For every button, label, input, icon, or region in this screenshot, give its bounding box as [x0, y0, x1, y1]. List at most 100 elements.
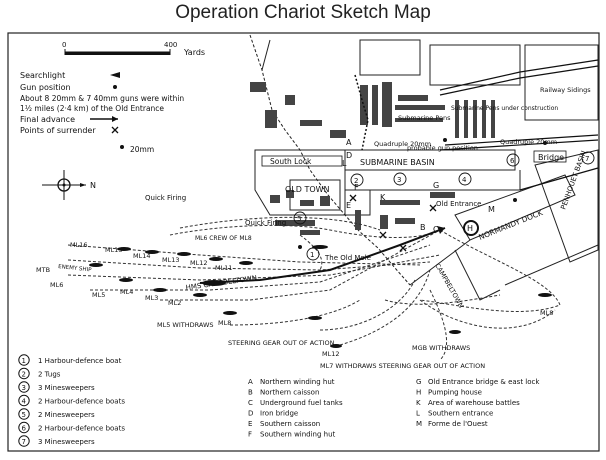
gun-positions — [120, 138, 547, 249]
gun-position-icon — [113, 85, 117, 89]
legend-number-circle — [18, 435, 30, 447]
legend-number: 2 — [22, 370, 26, 378]
legend-number: 3 — [22, 384, 26, 392]
label-ml16: ML16 — [70, 241, 88, 249]
legend-letter-text: Old Entrance bridge & east lock — [428, 378, 540, 386]
pumping-house-circle — [463, 220, 479, 236]
legend-letter: M — [416, 420, 422, 428]
raid-tracks — [67, 216, 561, 361]
legend-number-text: 2 Harbour-defence boats — [38, 425, 125, 433]
compass-north-label: N — [90, 181, 96, 190]
letter-markers: A D L F E K G M B C H — [342, 138, 495, 236]
legend-number-text: 2 Tugs — [38, 371, 61, 379]
final-advance-arrowhead — [437, 226, 445, 234]
legend-letter: F — [248, 431, 252, 439]
label-20mm: 20mm — [130, 145, 154, 154]
legend-number-circle — [18, 354, 30, 366]
legend-letter-text: Forme de l'Ouest — [428, 420, 488, 428]
label-ml8: ML8 — [218, 319, 231, 327]
label-enemy-ship: ENEMY SHIP — [58, 264, 93, 274]
railway-lines — [439, 59, 599, 191]
scale-end: 400 — [164, 41, 177, 49]
key-searchlight-label: Searchlight — [20, 71, 65, 80]
label-ml11: ML11 — [215, 264, 233, 272]
label-ml6: ML6 — [50, 281, 63, 289]
marker-b: B — [420, 223, 426, 232]
legend-letter: B — [248, 389, 253, 397]
label-bridge: Bridge — [538, 153, 564, 162]
legend-number-text: 1 Harbour-defence boat — [38, 357, 122, 365]
label-quick-firing-1: Quick Firing — [145, 194, 186, 202]
label-ml12b: ML12 — [322, 350, 340, 358]
marker-e: E — [346, 201, 351, 210]
compass-rose: N — [42, 170, 96, 200]
north-arrow-icon — [80, 183, 86, 187]
legend-numbered: 1 1 Harbour-defence boat 2 2 Tugs 3 3 Mineswe… — [18, 354, 125, 447]
marker-a: A — [346, 138, 352, 147]
craft-silhouettes — [89, 245, 552, 348]
label-ml5-withdraws: ML5 WITHDRAWS — [157, 321, 214, 329]
land-area — [249, 34, 599, 301]
label-mgb: MGB WITHDRAWS — [412, 344, 470, 352]
num-marker-5: 5 — [297, 215, 301, 223]
legend-letter-text: Southern caisson — [260, 420, 320, 428]
label-quick-firing-2: Quick Firing — [245, 219, 286, 227]
label-ml3: ML3 — [145, 294, 158, 302]
legend-letter: H — [416, 389, 421, 397]
label-old-town: OLD TOWN — [285, 185, 330, 194]
legend-letter: E — [248, 420, 252, 428]
legend-letter: D — [248, 410, 253, 418]
dotted-route — [354, 74, 369, 151]
label-old-mole: The Old Mole — [324, 254, 371, 262]
label-ml7-withdraws: ML7 WITHDRAWS STEERING GEAR OUT OF ACTIO… — [320, 362, 485, 370]
legend-number: 7 — [22, 438, 26, 446]
surrender-points — [349, 194, 437, 252]
label-steering-1: STEERING GEAR OUT OF ACTION — [228, 339, 335, 347]
legend-letter: C — [248, 399, 253, 407]
label-south-lock: South Lock — [270, 157, 312, 166]
marker-m: M — [488, 205, 495, 214]
num-marker-6: 6 — [510, 157, 515, 165]
legend-letter: L — [416, 410, 420, 418]
map-key: Searchlight Gun position About 8 20mm & … — [20, 71, 184, 135]
label-sub-pens-2: Submarine Pens under construction — [451, 105, 558, 112]
num-marker-4: 4 — [462, 176, 467, 184]
label-ml4: ML4 — [120, 288, 133, 296]
legend-letter-text: Northern caisson — [260, 389, 319, 397]
label-ml12: ML12 — [190, 259, 208, 267]
num-marker-7: 7 — [585, 155, 589, 163]
label-quad-20mm-a: Quadruple 20mm — [374, 140, 431, 148]
label-railway-sidings: Railway Sidings — [540, 86, 591, 94]
label-ml6-crew: ML6 CREW OF ML8 — [195, 235, 252, 242]
legend-number-text: 3 Minesweepers — [38, 438, 95, 446]
marker-l: L — [342, 159, 347, 168]
legend-number: 1 — [22, 357, 26, 365]
label-submarine-basin: SUBMARINE BASIN — [360, 158, 435, 167]
legend-letter: A — [248, 378, 253, 386]
num-marker-1: 1 — [310, 251, 314, 259]
marker-h: H — [467, 224, 473, 233]
marker-k: K — [380, 193, 386, 202]
label-probable-gun: probable gun position — [407, 144, 478, 152]
legend-letter-text: Southern entrance — [428, 410, 493, 418]
legend-letter-text: Pumping house — [428, 389, 482, 397]
legend-number-circle — [18, 381, 30, 393]
legend-letter-text: Underground fuel tanks — [260, 399, 343, 407]
label-ml15: ML15 — [105, 246, 123, 254]
legend-letter: K — [416, 399, 421, 407]
legend-number-text: 2 Harbour-defence boats — [38, 398, 125, 406]
label-ml8b: ML8 — [540, 309, 553, 317]
key-guns-note-1: About 8 20mm & 7 40mm guns were within — [20, 94, 184, 103]
legend-number-circle — [18, 367, 30, 380]
legend-number-circle — [18, 408, 30, 420]
map-title: Operation Chariot Sketch Map — [175, 2, 431, 23]
legend-letter-text: Southern winding hut — [260, 431, 336, 439]
craft-labels: ML16 ML15 ML14 ML13 ML12 ML11 MTB ML6 ML… — [36, 235, 553, 370]
key-surrender-label: Points of surrender — [20, 126, 96, 135]
key-guns-note-2: 1½ miles (2·4 km) of the Old Entrance — [20, 104, 164, 113]
legend-number-text: 2 Minesweepers — [38, 411, 95, 419]
legend-letter-text: Area of warehouse battles — [428, 399, 520, 407]
